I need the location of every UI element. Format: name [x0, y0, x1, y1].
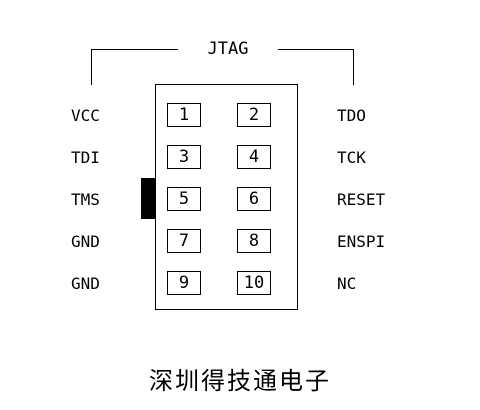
signal-label-pin-1: VCC: [71, 106, 100, 125]
pin-8: 8: [237, 229, 271, 253]
signal-label-pin-4: TCK: [337, 148, 366, 167]
connector-key-notch: [141, 178, 155, 219]
pin-6: 6: [237, 187, 271, 211]
signal-label-pin-7: GND: [71, 232, 100, 251]
pin-7: 7: [167, 229, 201, 253]
connector-body: [155, 84, 298, 310]
bracket-left-vertical: [91, 49, 92, 85]
pin-1: 1: [167, 103, 201, 127]
signal-label-pin-6: RESET: [337, 190, 386, 209]
pin-9: 9: [167, 271, 201, 295]
pin-2: 2: [237, 103, 271, 127]
pin-10: 10: [237, 271, 271, 295]
pin-5: 5: [167, 187, 201, 211]
signal-label-pin-10: NC: [337, 274, 357, 293]
bracket-right-vertical: [353, 49, 354, 85]
company-caption: 深圳得技通电子: [149, 367, 331, 395]
connector-title: JTAG: [178, 39, 278, 59]
signal-label-pin-2: TDO: [337, 106, 366, 125]
signal-label-pin-9: GND: [71, 274, 100, 293]
signal-label-pin-3: TDI: [71, 148, 100, 167]
pin-4: 4: [237, 145, 271, 169]
signal-label-pin-5: TMS: [71, 190, 100, 209]
pin-3: 3: [167, 145, 201, 169]
signal-label-pin-8: ENSPI: [337, 232, 386, 251]
